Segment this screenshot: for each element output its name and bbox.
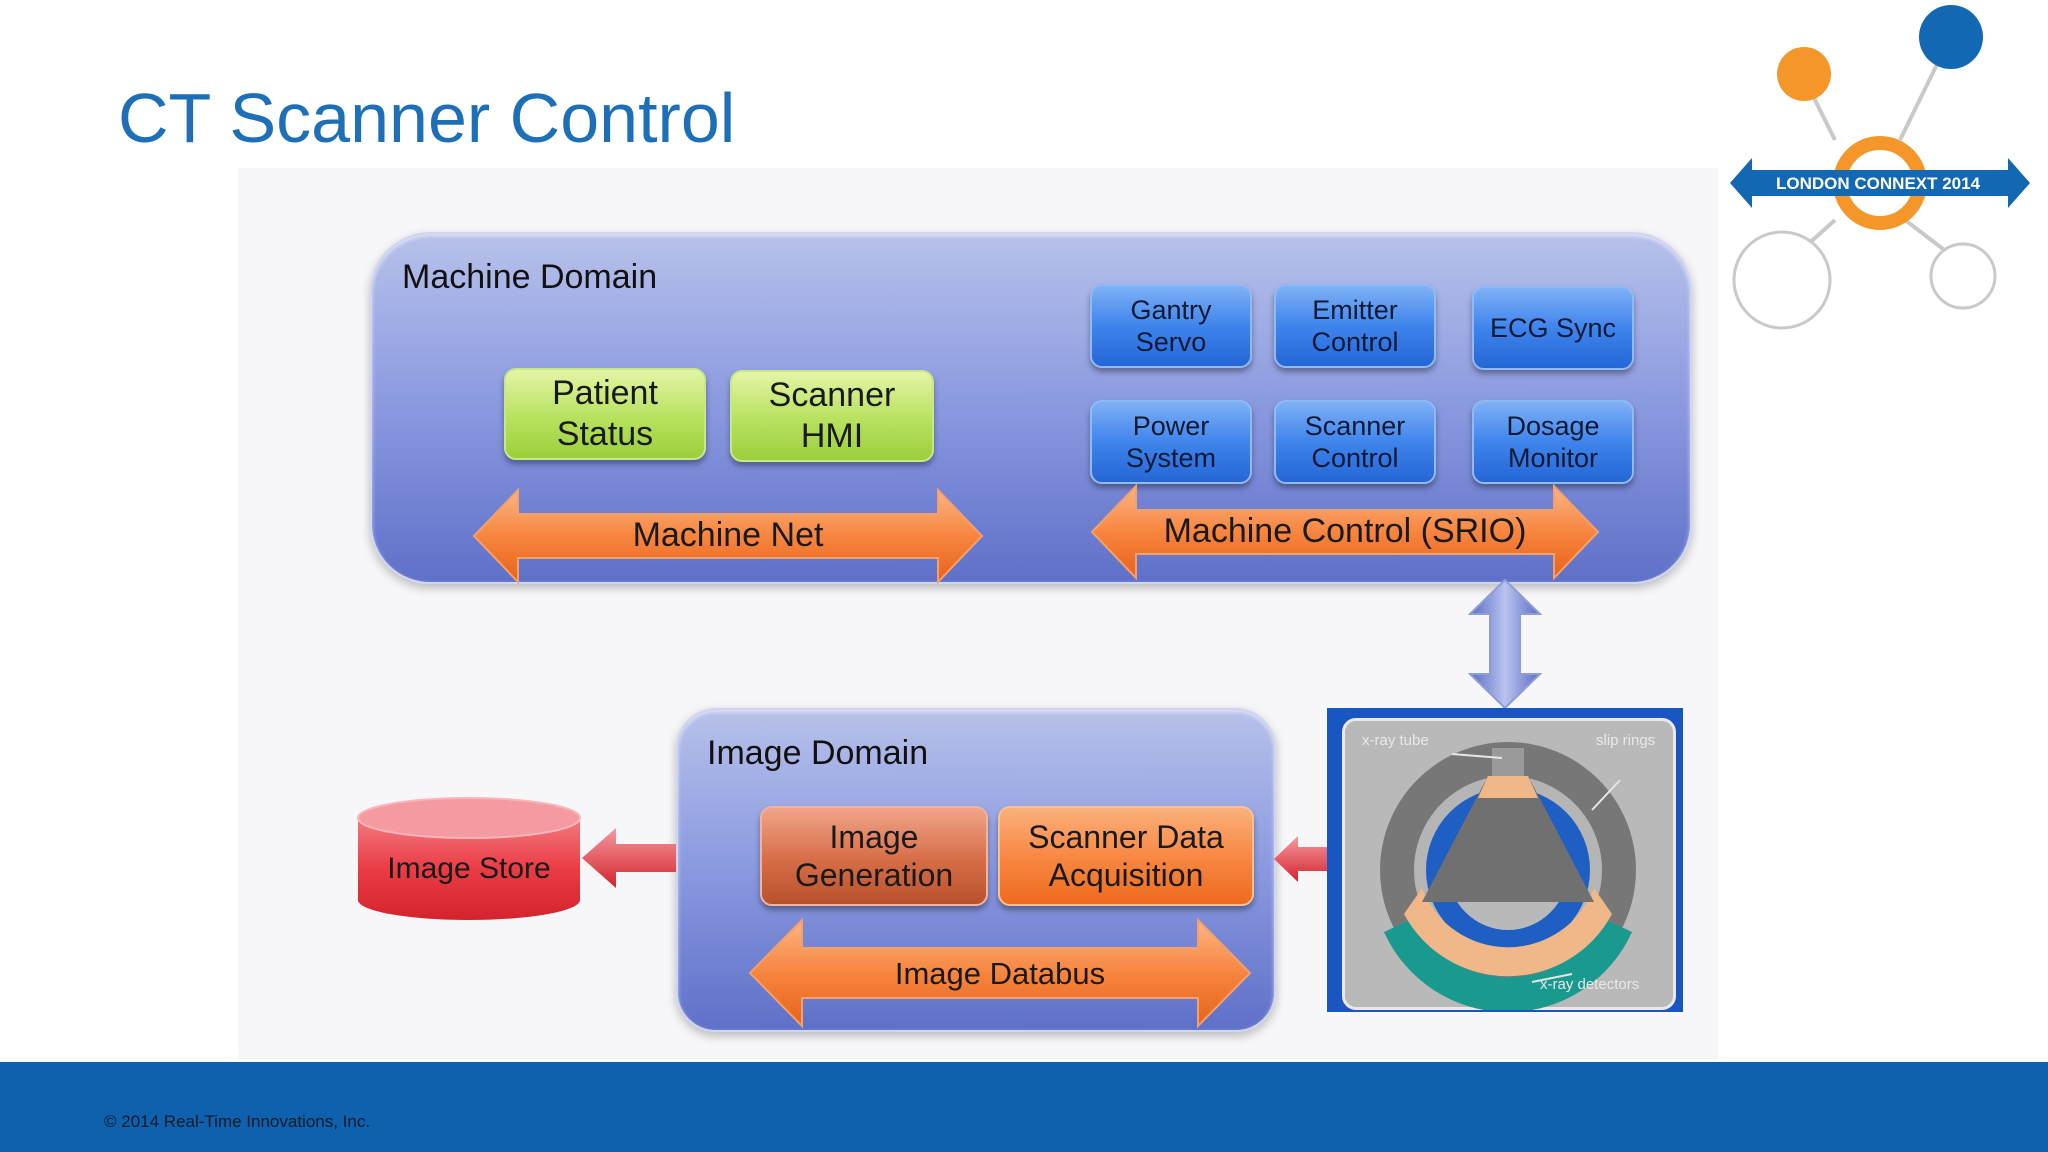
ct-scanner-illustration: [1380, 742, 1636, 1010]
image-databus-arrow: [748, 918, 1252, 1028]
copyright-text: © 2014 Real-Time Innovations, Inc.: [104, 1112, 371, 1131]
gantry-servo-box: Gantry Servo: [1090, 284, 1252, 368]
emitter-control-label: Emitter Control: [1311, 294, 1399, 357]
machine-net-arrow: [472, 488, 984, 584]
power-system-label: Power System: [1125, 410, 1217, 473]
emitter-control-box: Emitter Control: [1274, 284, 1436, 368]
machine-control-label: Machine Control (SRIO): [1163, 512, 1527, 550]
xray-tube-label: x-ray tube: [1362, 732, 1429, 749]
gantry-servo-label: Gantry Servo: [1130, 294, 1212, 357]
image-store-label: Image Store: [387, 852, 551, 885]
machine-control-arrow: [1090, 484, 1600, 580]
machine-domain-label: Machine Domain: [402, 258, 658, 296]
slide-title: CT Scanner Control: [118, 79, 736, 157]
scanner-control-box: Scanner Control: [1274, 400, 1436, 484]
to-image-store-arrow: [582, 828, 676, 888]
slip-rings-label: slip rings: [1596, 732, 1656, 749]
footer-bar: [0, 1062, 2048, 1152]
image-databus-label: Image Databus: [894, 956, 1106, 991]
scanner-hmi-box: Scanner HMI: [730, 370, 934, 462]
london-connext-logo: [1730, 5, 2030, 330]
xray-detectors-label: x-ray detectors: [1540, 976, 1640, 993]
machine-net-label: Machine Net: [632, 516, 824, 554]
power-system-box: Power System: [1090, 400, 1252, 484]
vertical-link-arrow: [1468, 578, 1542, 710]
from-ct-scanner-arrow: [1274, 836, 1328, 882]
patient-status-label: Patient Status: [552, 374, 658, 453]
scanner-data-acquisition-box: Scanner Data Acquisition: [998, 806, 1254, 906]
ecg-sync-label: ECG Sync: [1489, 312, 1617, 343]
image-generation-box: Image Generation: [760, 806, 988, 906]
scanner-control-label: Scanner Control: [1304, 410, 1406, 473]
image-generation-label: Image Generation: [794, 818, 954, 893]
scanner-data-acquisition-label: Scanner Data Acquisition: [1028, 818, 1224, 893]
image-domain-label: Image Domain: [707, 734, 929, 772]
patient-status-box: Patient Status: [504, 368, 706, 460]
ecg-sync-box: ECG Sync: [1472, 286, 1634, 370]
scanner-hmi-label: Scanner HMI: [768, 376, 896, 455]
logo-text: LONDON CONNEXT 2014: [1776, 174, 1981, 193]
dosage-monitor-label: Dosage Monitor: [1506, 410, 1600, 473]
image-store-cylinder: [357, 797, 581, 920]
dosage-monitor-box: Dosage Monitor: [1472, 400, 1634, 484]
